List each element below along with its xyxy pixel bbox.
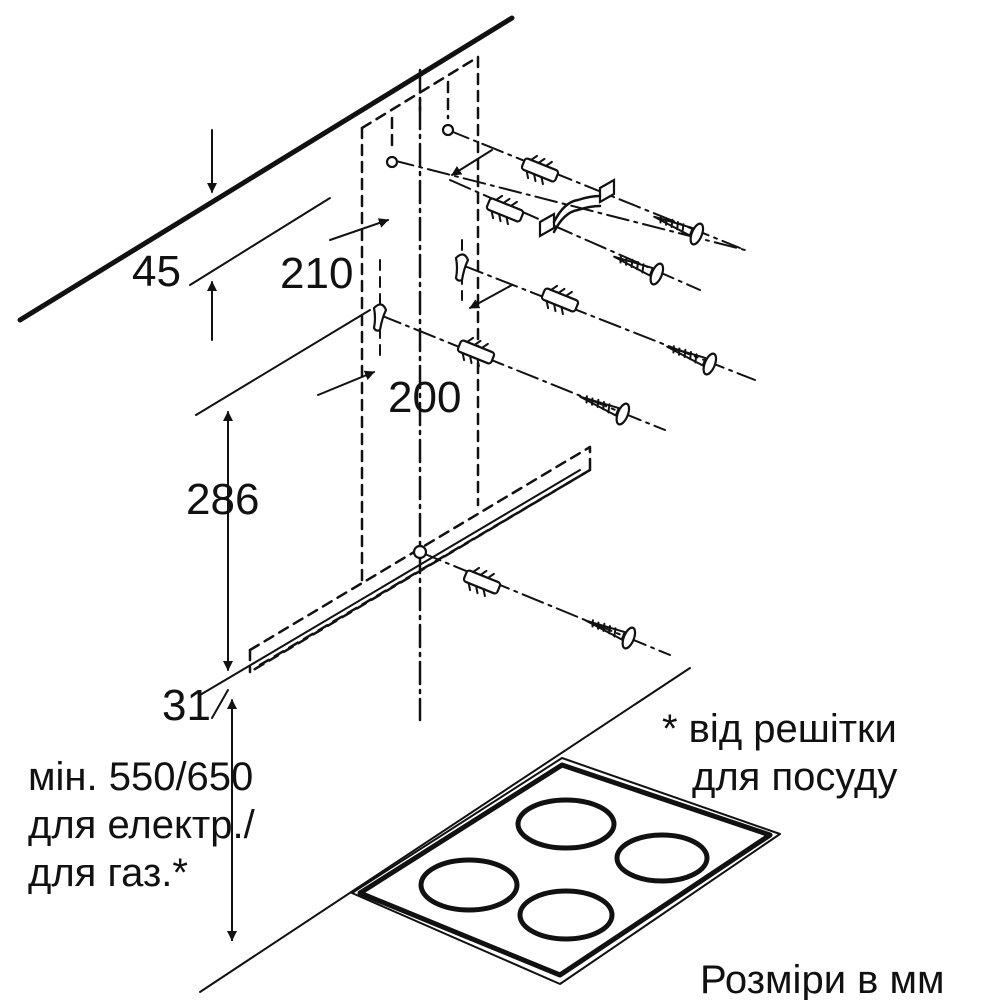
screw-icon — [653, 215, 705, 246]
dimension-200: 200 — [195, 284, 513, 422]
keyhole-slot-icon — [372, 303, 388, 332]
hole-rail — [412, 544, 428, 560]
cooktop — [199, 667, 781, 993]
wall-plug-icon — [462, 566, 502, 598]
keyhole-slot-icon — [454, 253, 470, 282]
dimension-286: 286 — [186, 411, 259, 671]
footnote-line1: * від решітки — [662, 707, 897, 751]
hob-burner-icon — [418, 857, 520, 913]
dim-200-label: 200 — [388, 373, 461, 422]
wall-plug-icon — [520, 154, 560, 186]
hob-burner-icon — [517, 888, 615, 942]
hob-burner-icon — [515, 797, 617, 851]
hole-top-left — [385, 155, 399, 169]
wall-plug-icon — [485, 194, 525, 226]
units-note: Розміри в мм — [700, 958, 945, 1000]
dim-31-label: 31 — [162, 681, 211, 730]
screw-icon — [579, 395, 631, 426]
dimension-210: 210 — [280, 149, 493, 298]
min-height-line1: мін. 550/650 — [28, 755, 253, 799]
min-height-line3: для газ.* — [28, 851, 188, 895]
dim-45-label: 45 — [132, 247, 181, 296]
ceiling-line — [17, 15, 515, 323]
min-height-note: мін. 550/650 для електр./ для газ.* — [28, 755, 256, 895]
screw-icon — [585, 619, 637, 650]
wall-plug-icon — [456, 336, 496, 368]
screw-icon — [613, 255, 665, 286]
dimension-45: 45 — [132, 129, 331, 341]
min-height-line2: для електр./ — [28, 803, 256, 847]
screw-icon — [666, 345, 718, 376]
dim-286-label: 286 — [186, 475, 259, 524]
hole-top-right — [441, 123, 455, 137]
bracket-icon — [538, 178, 616, 238]
dim-210-label: 210 — [280, 249, 353, 298]
footnote: * від решітки для посуду — [662, 707, 897, 799]
dimension-31: 31 — [162, 681, 237, 941]
wall-plug-icon — [540, 284, 580, 316]
hob-burner-icon — [614, 832, 710, 884]
footnote-line2: для посуду — [692, 755, 897, 799]
